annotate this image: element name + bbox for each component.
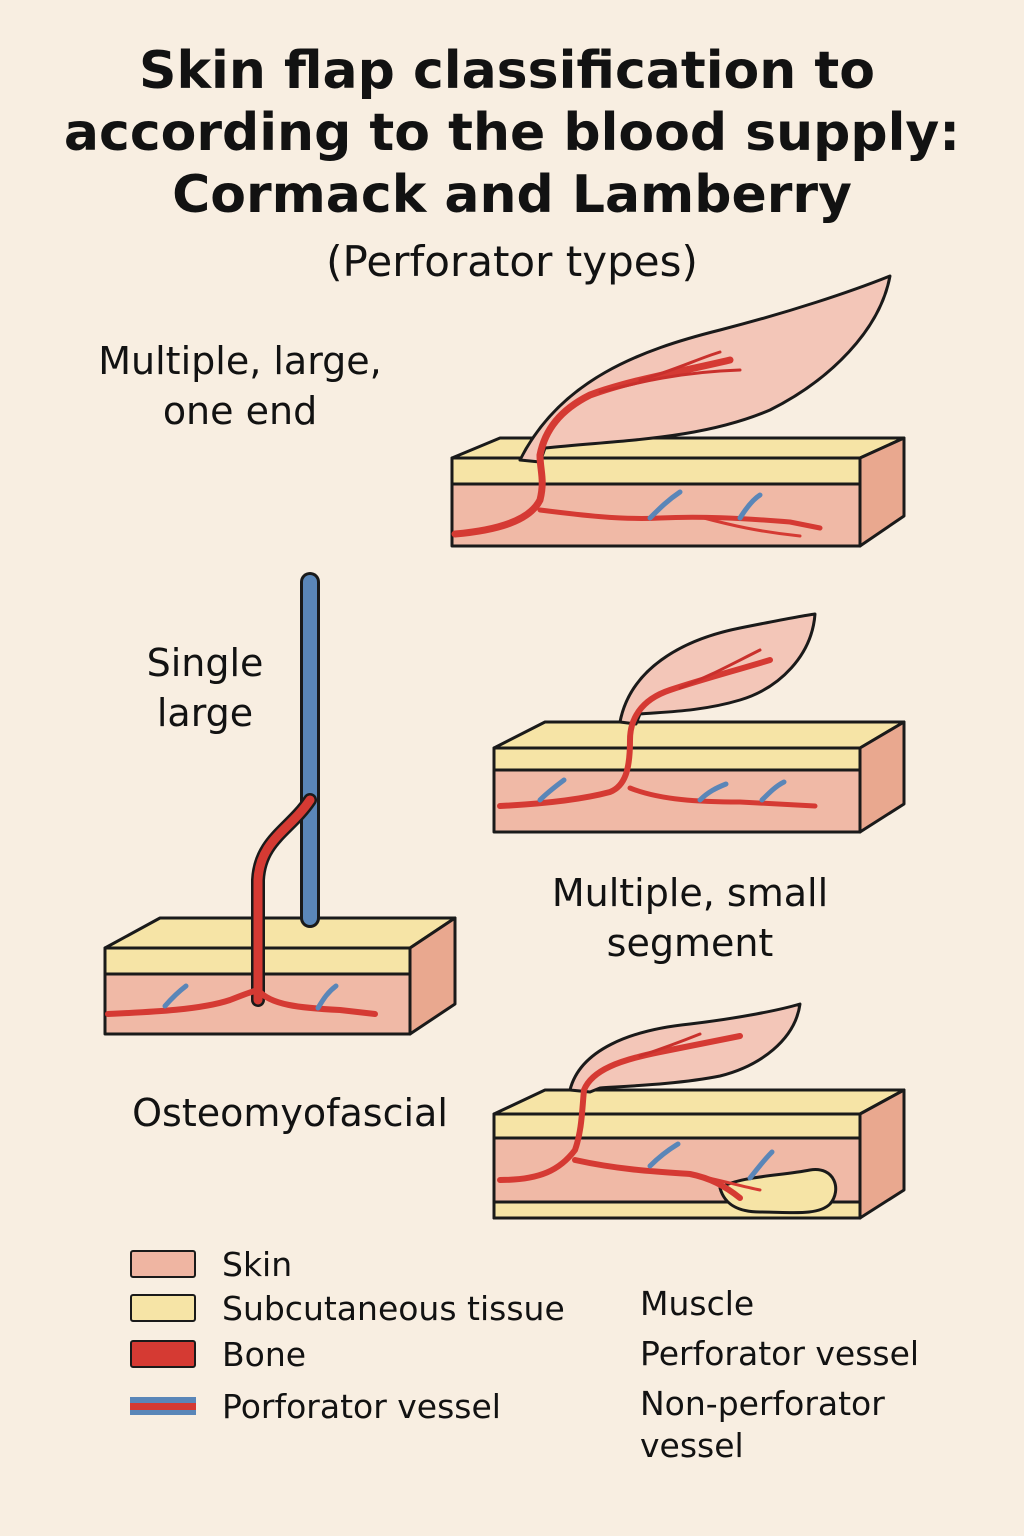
legend-swatch-skin (130, 1250, 196, 1278)
legend-label: Skin (222, 1244, 293, 1284)
legend-right-muscle: Muscle (640, 1284, 755, 1323)
diagram-single-large (103, 572, 457, 1036)
type-label-line: Single (146, 641, 264, 685)
title-line-2: according to the blood supply: (63, 103, 961, 163)
tissue-block (103, 916, 457, 1036)
legend-item-vessel: Porforator vessel (130, 1386, 501, 1426)
diagram-multiple-small (492, 612, 906, 834)
bone (718, 1168, 838, 1215)
legend-swatch-bone (130, 1340, 196, 1368)
vessels (451, 350, 823, 538)
flap (618, 612, 817, 726)
title-line-1: Skin flap classification to (139, 41, 875, 101)
legend-item-bone: Bone (130, 1334, 306, 1374)
type-label-multiple-small: Multiple, small segment (520, 868, 860, 968)
legend-label: Bone (222, 1334, 307, 1374)
type-label-osteomyofascial: Osteomyofascial (80, 1088, 500, 1138)
legend-item-skin: Skin (130, 1244, 292, 1284)
type-label-line: one end (162, 389, 318, 433)
tissue-block (492, 1088, 906, 1220)
vessels (497, 1032, 775, 1201)
legend-item-subcutaneous: Subcutaneous tissue (130, 1288, 565, 1328)
type-label-line: Multiple, large, (98, 339, 382, 383)
legend-swatch-vessel (130, 1397, 196, 1415)
legend-right-vessel: vessel (640, 1426, 744, 1465)
diagram-multiple-large (450, 274, 906, 548)
legend-swatch-subcutaneous (130, 1294, 196, 1322)
diagram-subtitle: (Perforator types) (326, 237, 698, 286)
type-label-multiple-large: Multiple, large, one end (70, 336, 410, 436)
legend-right-non-perforator: Non-perforator (640, 1384, 885, 1423)
legend-right-perforator: Perforator vessel (640, 1334, 920, 1373)
vessel-pedicle (105, 572, 378, 1017)
legend-label: Subcutaneous tissue (222, 1288, 565, 1328)
legend-label: Porforator vessel (222, 1386, 501, 1426)
title-line-3: Cormack and Lamberry (172, 165, 852, 225)
tissue-block (492, 720, 906, 834)
diagram-title: Skin flap classification to according to… (0, 40, 1024, 226)
diagram-osteomyofascial (492, 1002, 906, 1220)
type-label-line: segment (606, 921, 774, 965)
vessels (497, 648, 818, 809)
type-label-line: large (156, 691, 254, 735)
type-label-line: Osteomyofascial (132, 1091, 448, 1135)
type-label-single-large: Single large (120, 638, 290, 738)
type-label-line: Multiple, small (551, 871, 829, 915)
